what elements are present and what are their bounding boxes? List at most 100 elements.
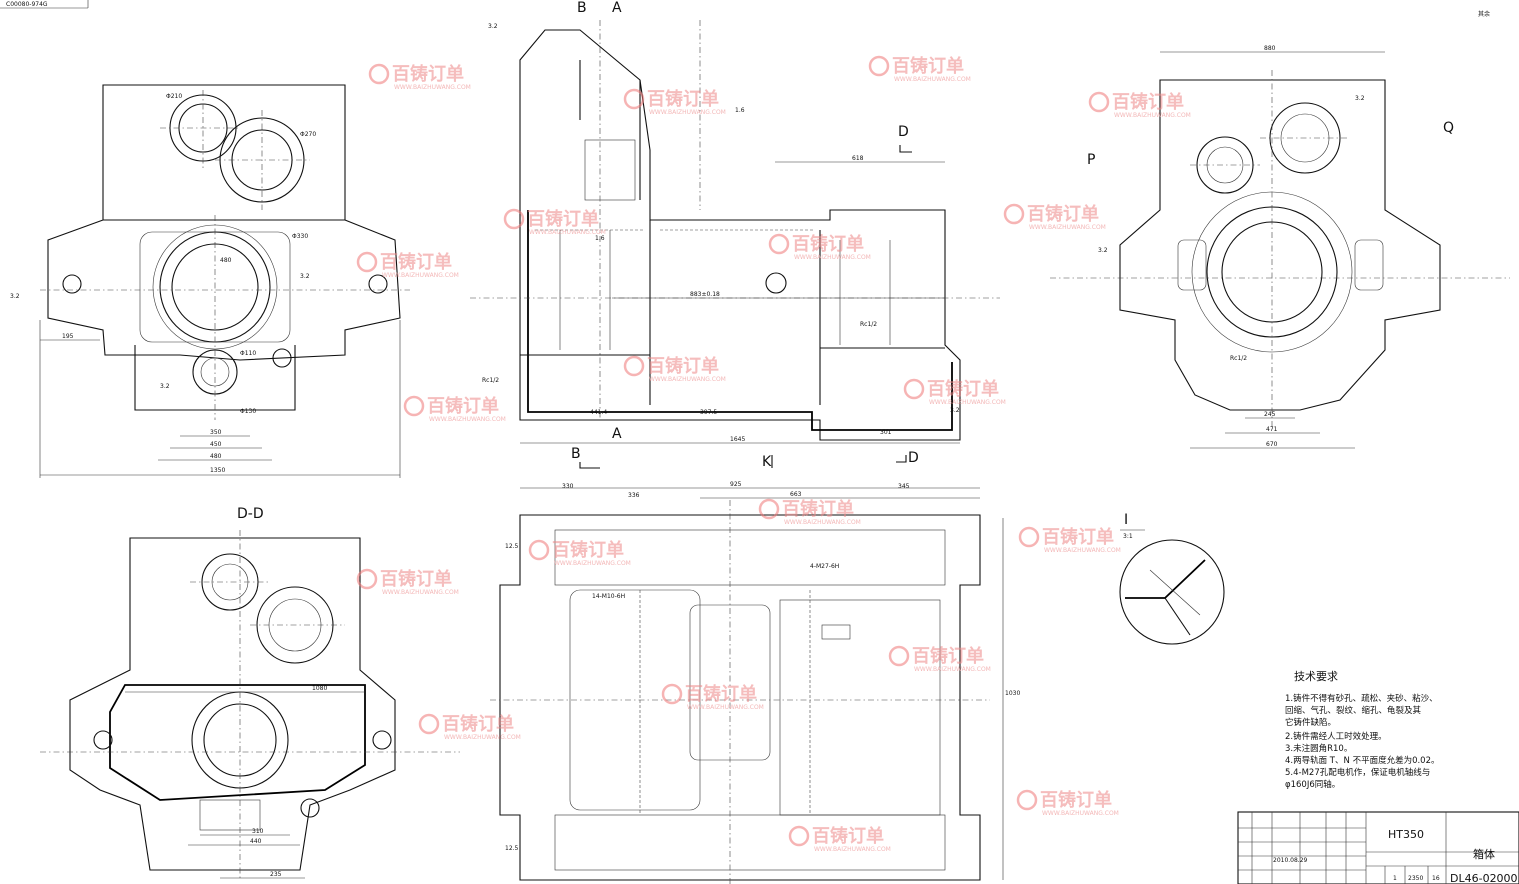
svg-text:Φ130: Φ130 [240,408,256,415]
svg-text:D: D [908,450,919,466]
svg-text:3:1: 3:1 [1123,533,1133,540]
svg-text:WWW.BAIZHUWANG.COM: WWW.BAIZHUWANG.COM [649,376,726,383]
svg-text:φ160J6同轴。: φ160J6同轴。 [1285,779,1340,790]
svg-text:百铸订单: 百铸订单 [442,713,514,735]
svg-text:百铸订单: 百铸订单 [392,63,464,85]
svg-text:WWW.BAIZHUWANG.COM: WWW.BAIZHUWANG.COM [382,589,459,596]
svg-text:百铸订单: 百铸订单 [1040,789,1112,811]
svg-text:百铸订单: 百铸订单 [927,378,999,400]
section-view-main: 1645 883±0.18 618 441.4 397.5 301 Rc1/2 … [470,20,1000,444]
svg-text:百铸订单: 百铸订单 [647,88,719,110]
svg-text:330: 330 [562,483,574,490]
svg-text:Rc1/2: Rc1/2 [1230,355,1247,362]
svg-text:301: 301 [880,429,892,436]
part-name: 箱体 [1473,847,1495,861]
svg-text:WWW.BAIZHUWANG.COM: WWW.BAIZHUWANG.COM [649,109,726,116]
mass-value: 2350 [1408,875,1423,882]
svg-text:5.4-M27孔配电机作，保证电机轴线与: 5.4-M27孔配电机作，保证电机轴线与 [1285,767,1430,778]
svg-text:百铸订单: 百铸订单 [1112,91,1184,113]
svg-text:WWW.BAIZHUWANG.COM: WWW.BAIZHUWANG.COM [394,84,471,91]
svg-text:1.6: 1.6 [595,235,605,242]
svg-text:336: 336 [628,492,640,499]
svg-text:1645: 1645 [730,436,745,443]
svg-text:WWW.BAIZHUWANG.COM: WWW.BAIZHUWANG.COM [1042,810,1119,817]
svg-text:440: 440 [250,838,262,845]
technical-notes: 技术要求 1.铸件不得有砂孔、疏松、夹砂、粘沙、 回缩、气孔、裂纹、缩孔、龟裂及… [1285,670,1440,790]
svg-text:310: 310 [252,828,264,835]
svg-text:WWW.BAIZHUWANG.COM: WWW.BAIZHUWANG.COM [429,416,506,423]
svg-text:百铸订单: 百铸订单 [552,539,624,561]
svg-text:3.未注圆角R10。: 3.未注圆角R10。 [1285,743,1352,754]
svg-text:百铸订单: 百铸订单 [380,251,452,273]
svg-text:663: 663 [790,491,802,498]
svg-text:K: K [762,454,772,470]
svg-text:WWW.BAIZHUWANG.COM: WWW.BAIZHUWANG.COM [554,560,631,567]
svg-text:880: 880 [1264,45,1276,52]
svg-text:百铸订单: 百铸订单 [1027,203,1099,225]
svg-text:WWW.BAIZHUWANG.COM: WWW.BAIZHUWANG.COM [382,272,459,279]
svg-text:百铸订单: 百铸订单 [912,645,984,667]
svg-text:D-D: D-D [237,506,264,522]
svg-text:925: 925 [730,481,742,488]
svg-text:A: A [612,426,622,442]
svg-text:235: 235 [270,871,282,878]
svg-text:3.2: 3.2 [1098,247,1108,254]
svg-text:WWW.BAIZHUWANG.COM: WWW.BAIZHUWANG.COM [894,76,971,83]
svg-text:618: 618 [852,155,864,162]
svg-text:A: A [612,0,622,16]
svg-text:Rc1/2: Rc1/2 [482,377,499,384]
detail-view-i: I 3:1 [1119,512,1225,645]
roughness-corner-note: 其余 [1478,10,1490,18]
svg-text:480: 480 [220,257,232,264]
svg-text:回缩、气孔、裂纹、缩孔、龟裂及其: 回缩、气孔、裂纹、缩孔、龟裂及其 [1285,705,1422,716]
svg-text:WWW.BAIZHUWANG.COM: WWW.BAIZHUWANG.COM [929,399,1006,406]
svg-text:Φ110: Φ110 [240,350,256,357]
svg-text:WWW.BAIZHUWANG.COM: WWW.BAIZHUWANG.COM [1114,112,1191,119]
drawing-number: DL46-020003 [1450,872,1519,884]
drawing-date: 2010.08.29 [1273,857,1308,864]
svg-text:350: 350 [210,429,222,436]
side-view: 880 670 471 245 3.2 3.2 Rc1/2 [1050,45,1510,449]
svg-text:B: B [571,446,581,462]
svg-text:14-M10-6H: 14-M10-6H [592,593,625,600]
svg-text:4.两导轨面 T、N 不平面度允差为0.02。: 4.两导轨面 T、N 不平面度允差为0.02。 [1285,755,1440,766]
svg-text:3.2: 3.2 [1355,95,1365,102]
svg-text:百铸订单: 百铸订单 [647,355,719,377]
svg-text:百铸订单: 百铸订单 [792,233,864,255]
sheet-code: C00080-974G [6,1,48,8]
svg-text:345: 345 [898,483,910,490]
svg-text:I: I [1124,512,1128,528]
svg-text:它铸件缺陷。: 它铸件缺陷。 [1285,717,1336,728]
svg-text:195: 195 [62,333,74,340]
svg-text:1030: 1030 [1005,690,1020,697]
svg-text:百铸订单: 百铸订单 [527,208,599,230]
view-labels: D-D B A D P Q K B A D [237,0,1454,522]
svg-text:WWW.BAIZHUWANG.COM: WWW.BAIZHUWANG.COM [1044,547,1121,554]
svg-text:2.铸件需经人工时效处理。: 2.铸件需经人工时效处理。 [1285,731,1387,742]
svg-text:4-M27-6H: 4-M27-6H [810,563,839,570]
svg-text:百铸订单: 百铸订单 [1042,526,1114,548]
svg-text:397.5: 397.5 [700,409,717,416]
svg-text:Φ270: Φ270 [300,131,316,138]
svg-text:3.2: 3.2 [950,407,960,414]
svg-text:245: 245 [1264,411,1276,418]
svg-text:3.2: 3.2 [300,273,310,280]
svg-text:百铸订单: 百铸订单 [892,55,964,77]
